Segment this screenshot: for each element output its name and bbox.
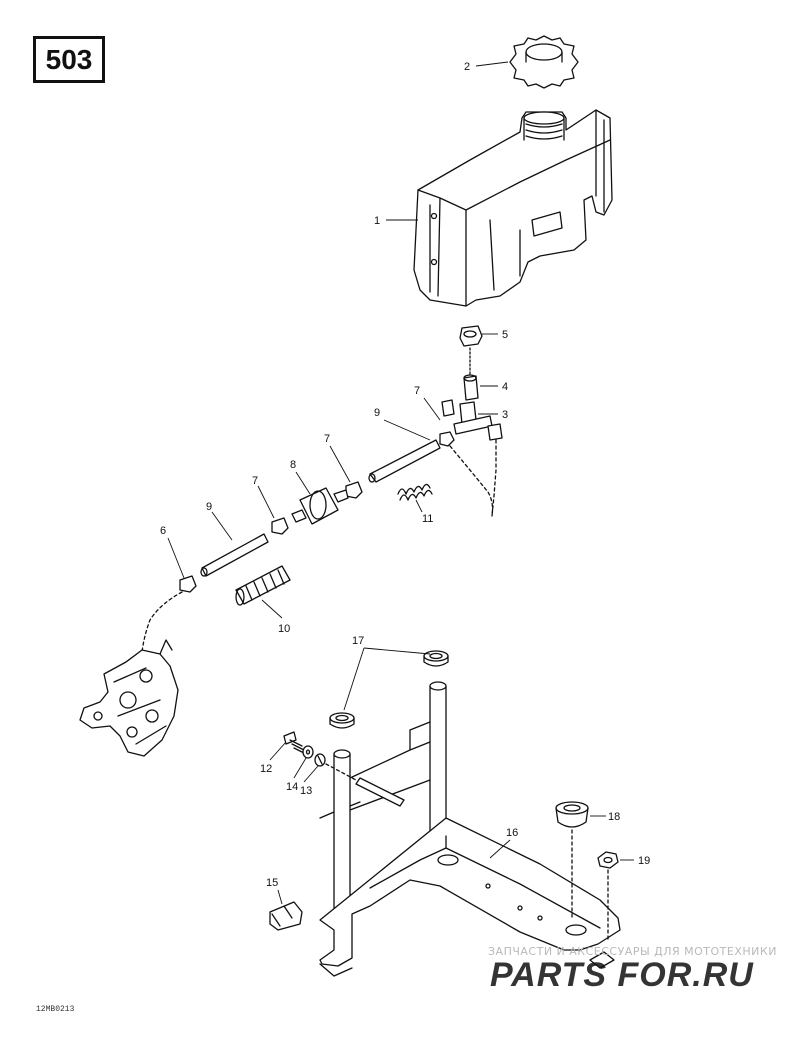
- callout-19: 19: [638, 855, 650, 867]
- cable-clip-part: [269, 901, 303, 931]
- lock-washer-part: [314, 753, 326, 767]
- callout-2: 2: [464, 61, 470, 73]
- callout-13: 13: [300, 785, 312, 797]
- callout-10: 10: [278, 623, 290, 635]
- fuel-cap-part: [509, 35, 579, 89]
- callout-16: 17: [352, 635, 364, 647]
- diagram-code: 12MB0213: [36, 1005, 75, 1014]
- mounting-bracket-part: [319, 681, 621, 977]
- page-number-badge: 503: [33, 36, 105, 83]
- callout-4: 4: [502, 381, 508, 393]
- hose-part: [200, 533, 269, 577]
- clamp-part: [345, 481, 363, 499]
- callout-15: 16: [506, 827, 518, 839]
- callout-18: 15: [266, 877, 278, 889]
- connector-part: [463, 374, 479, 401]
- grommet-part: [423, 650, 449, 667]
- watermark-logo: PARTS FOR.RU: [490, 956, 754, 994]
- callout-7b: 7: [324, 433, 330, 445]
- callout-9a: 9: [374, 407, 380, 419]
- callout-11: 11: [422, 513, 433, 525]
- callout-14: 14: [286, 781, 298, 793]
- callout-9b: 9: [206, 501, 212, 513]
- callout-17: 18: [608, 811, 620, 823]
- grommet-part: [329, 712, 355, 729]
- watermark-logo-text: PARTS FOR.RU: [490, 956, 754, 994]
- clamp-part: [439, 431, 455, 447]
- watermark-tagline: ЗАПЧАСТИ И АКСЕССУАРЫ ДЛЯ МОТОТЕХНИКИ: [488, 945, 777, 958]
- grommet-part: [555, 801, 589, 828]
- grommet-part: [459, 325, 483, 375]
- callout-6: 6: [160, 525, 166, 537]
- callout-3: 3: [502, 409, 508, 421]
- callout-7a: 7: [414, 385, 420, 397]
- spring-part: [397, 483, 433, 501]
- callout-8: 8: [290, 459, 296, 471]
- fuel-filter-part: [291, 487, 349, 525]
- callout-1: 1: [374, 215, 380, 227]
- tee-fitting-part: [441, 399, 503, 441]
- page-number: 503: [45, 43, 93, 75]
- callout-12: 12: [260, 763, 272, 775]
- washer-part: [302, 745, 314, 759]
- oil-pump-part: [79, 639, 179, 757]
- callout-5: 5: [502, 329, 508, 341]
- protective-sleeve-part: [235, 565, 291, 606]
- callout-7c: 7: [252, 475, 258, 487]
- clamp-part: [179, 575, 197, 593]
- oil-tank-part: [413, 109, 613, 307]
- hose-part: [368, 439, 441, 483]
- clamp-part: [271, 517, 289, 535]
- nut-part: [597, 851, 619, 869]
